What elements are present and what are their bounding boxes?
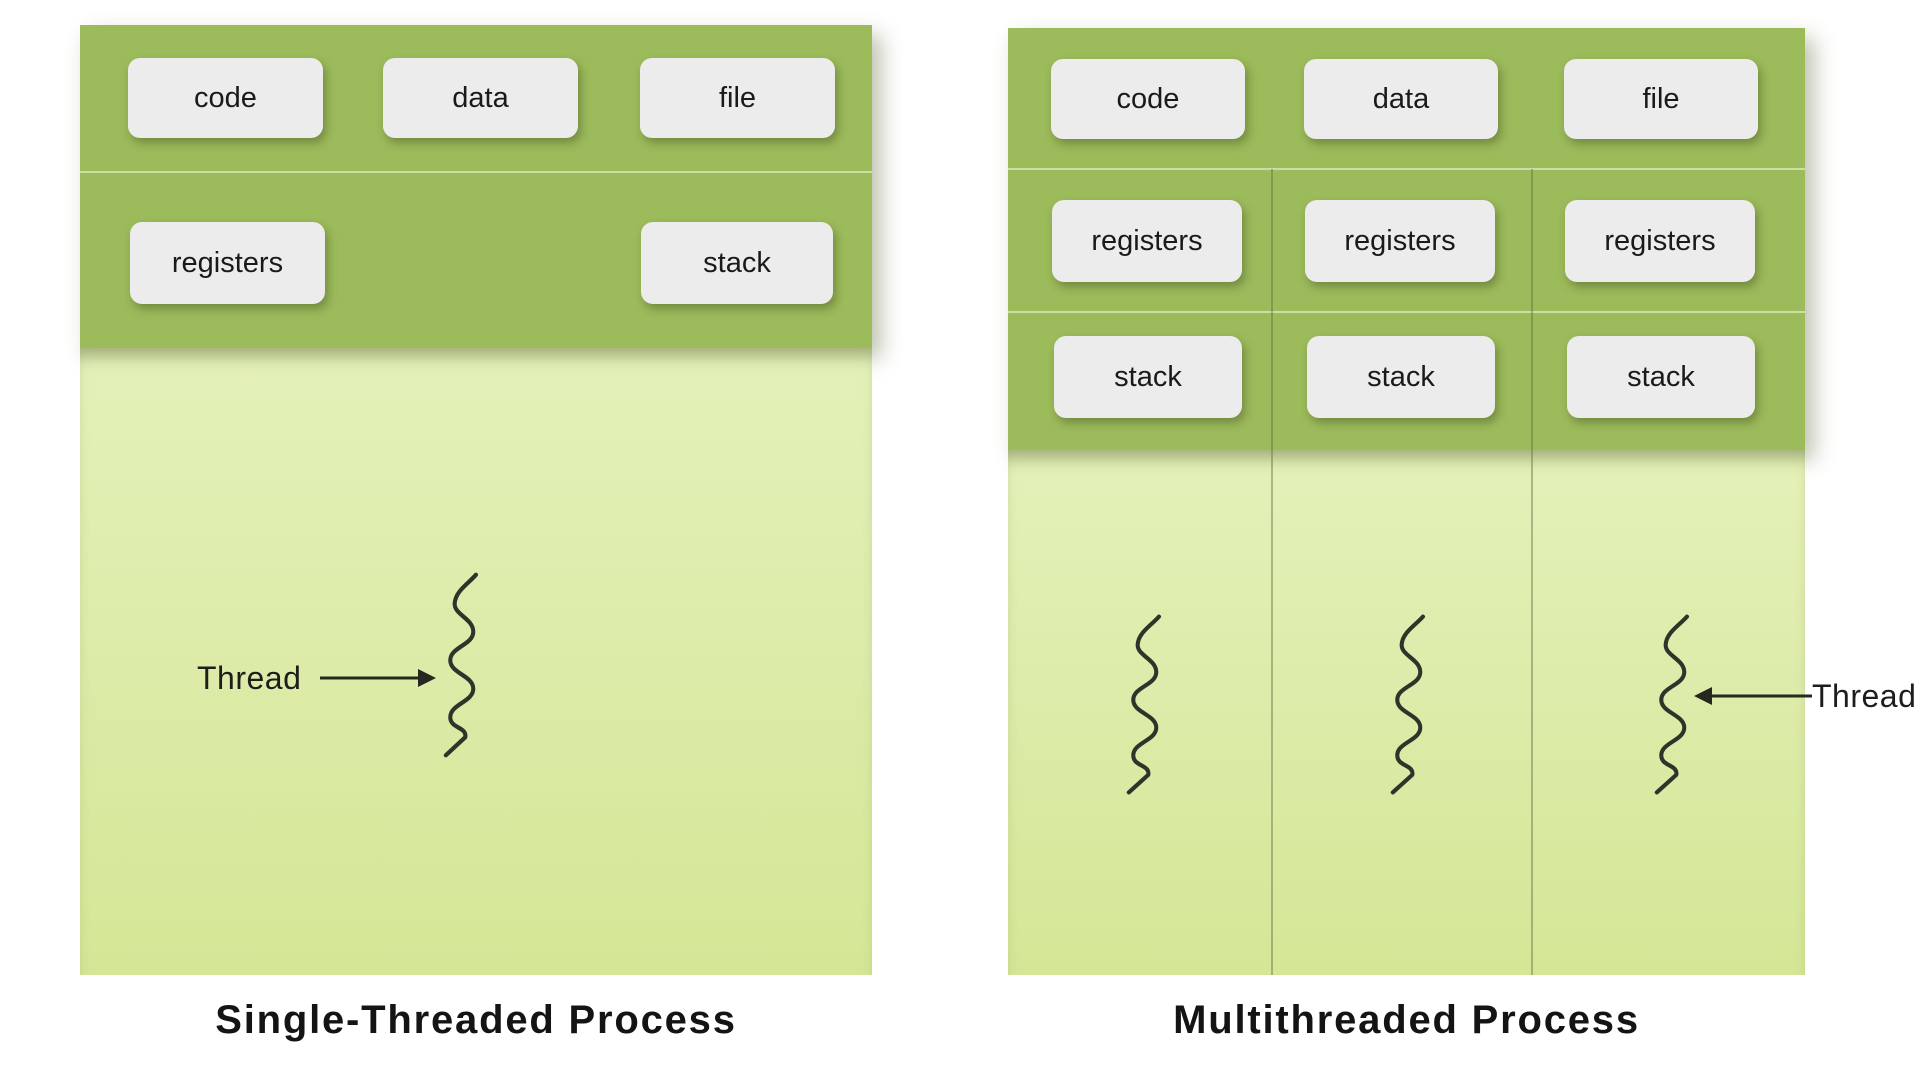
memory-box-label: data — [1372, 82, 1430, 115]
memory-box-label: registers — [1344, 224, 1456, 257]
single-threaded-panel: code data file registers stack — [80, 25, 872, 975]
memory-box-label: code — [194, 81, 257, 114]
thread-squiggle-icon — [437, 570, 483, 760]
stack-box: stack — [641, 222, 833, 304]
row-divider — [1008, 311, 1805, 313]
row-divider — [1008, 168, 1805, 170]
registers-box: registers — [1305, 200, 1495, 282]
registers-box: registers — [1565, 200, 1755, 282]
caption-single-threaded: Single-Threaded Process — [215, 998, 737, 1042]
memory-box-label: file — [718, 81, 757, 114]
registers-box: registers — [130, 222, 325, 304]
thread-label: Thread — [1812, 678, 1917, 714]
memory-box-label: registers — [1091, 224, 1203, 257]
memory-box-label: stack — [703, 246, 771, 279]
arrow-right-icon — [318, 664, 438, 697]
memory-box-code: code — [1051, 59, 1245, 139]
row-divider — [80, 171, 872, 173]
memory-box-label: file — [1642, 82, 1680, 115]
memory-box-label: registers — [1604, 224, 1716, 257]
memory-box-data: data — [1304, 59, 1498, 139]
column-divider — [1271, 169, 1273, 975]
thread-squiggle-icon — [1120, 612, 1166, 797]
stack-box: stack — [1307, 336, 1495, 418]
memory-box-code: code — [128, 58, 323, 138]
column-divider — [1531, 169, 1533, 975]
memory-box-data: data — [383, 58, 578, 138]
arrow-left-icon — [1690, 682, 1812, 715]
memory-box-label: stack — [1367, 360, 1435, 393]
memory-box-label: data — [452, 81, 509, 114]
registers-box: registers — [1052, 200, 1242, 282]
multithreaded-panel: code data file registers registers regis… — [1008, 28, 1805, 975]
stack-box: stack — [1054, 336, 1242, 418]
memory-box-label: stack — [1114, 360, 1182, 393]
memory-box-label: code — [1116, 82, 1180, 115]
memory-box-label: stack — [1627, 360, 1695, 393]
thread-label: Thread — [197, 660, 302, 696]
memory-box-file: file — [1564, 59, 1758, 139]
caption-multithreaded: Multithreaded Process — [1173, 998, 1640, 1042]
thread-region — [80, 348, 872, 975]
memory-box-label: registers — [171, 246, 284, 279]
memory-box-file: file — [640, 58, 835, 138]
thread-squiggle-icon — [1648, 612, 1694, 797]
stack-box: stack — [1567, 336, 1755, 418]
thread-squiggle-icon — [1384, 612, 1430, 797]
